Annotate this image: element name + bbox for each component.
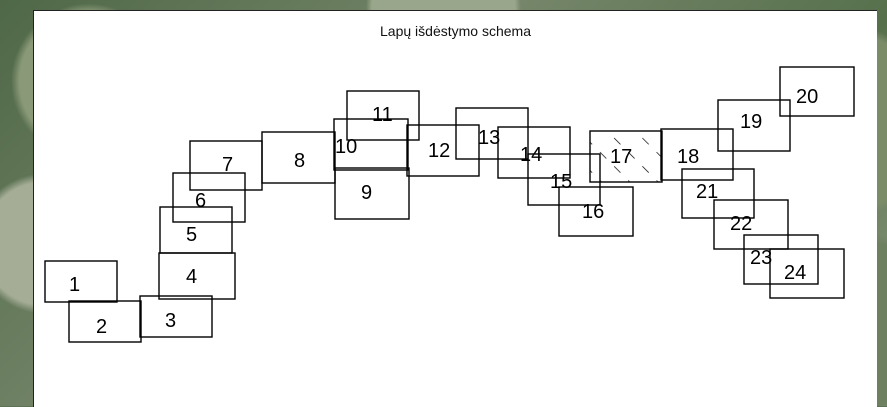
sheet-number: 22 [730, 213, 752, 235]
sheet-frame [68, 300, 142, 343]
sheet-number: 9 [361, 182, 372, 204]
sheet-number: 18 [677, 146, 699, 168]
sheet-number: 23 [750, 247, 772, 269]
sheet-16: 16 [558, 186, 634, 237]
sheet-frame [334, 167, 410, 220]
sheet-frame [713, 199, 789, 250]
sheet-number: 3 [165, 310, 176, 332]
sheet-frame [681, 168, 755, 219]
sheet-number: 15 [550, 171, 572, 193]
sheet-7: 7 [189, 140, 263, 191]
sheet-number: 10 [335, 136, 357, 158]
sheet-number: 2 [96, 316, 107, 338]
sheet-number: 14 [520, 144, 542, 166]
sheet-19: 19 [717, 99, 791, 152]
sheet-frame [589, 130, 663, 183]
sheet-1: 1 [44, 260, 118, 303]
sheet-22: 22 [713, 199, 789, 250]
sheet-number: 20 [796, 86, 818, 108]
sheet-11: 11 [346, 90, 420, 141]
sheet-frame [346, 90, 420, 141]
sheet-18: 18 [660, 128, 734, 181]
sheet-24: 24 [769, 248, 845, 299]
sheet-number: 4 [186, 266, 197, 288]
sheet-number: 21 [696, 181, 718, 203]
sheet-number: 17 [610, 146, 632, 168]
sheet-frame [779, 66, 855, 117]
sheet-5: 5 [159, 206, 233, 254]
sheet-number: 13 [478, 127, 500, 149]
sheet-number: 7 [222, 154, 233, 176]
sheet-number: 8 [294, 150, 305, 172]
sheet-number: 19 [740, 111, 762, 133]
sheet-4: 4 [158, 252, 236, 300]
sheet-frame [406, 124, 480, 177]
sheet-12: 12 [406, 124, 480, 177]
sheet-14: 14 [497, 126, 571, 179]
sheet-frame [44, 260, 118, 303]
sheet-number: 12 [428, 140, 450, 162]
sheet-frame [717, 99, 791, 152]
sheet-number: 1 [69, 274, 80, 296]
sheet-13: 13 [455, 107, 529, 160]
sheet-9: 9 [334, 167, 410, 220]
sheet-20: 20 [779, 66, 855, 117]
sheet-8: 8 [261, 131, 336, 184]
sheet-number: 5 [186, 224, 197, 246]
sheet-frame [743, 234, 819, 285]
sheet-frame [139, 295, 213, 338]
sheet-frame [261, 131, 336, 184]
sheet-number: 24 [784, 262, 806, 284]
sheet-frame [769, 248, 845, 299]
sheet-frame [455, 107, 529, 160]
sheet-10: 10 [333, 118, 409, 171]
sheet-frame [558, 186, 634, 237]
sheet-number: 6 [195, 190, 206, 212]
sheet-number: 11 [372, 104, 393, 126]
sheet-frame [172, 172, 246, 223]
sheet-23: 23 [743, 234, 819, 285]
sheet-frame [333, 118, 409, 171]
sheet-3: 3 [139, 295, 213, 338]
sheet-2: 2 [68, 300, 142, 343]
sheet-17: 17 [589, 130, 663, 183]
schema-title: Lapų išdėstymo schema [380, 23, 531, 39]
sheet-frame [497, 126, 571, 179]
sheet-6: 6 [172, 172, 246, 223]
sheet-frame [159, 206, 233, 254]
sheet-frame [660, 128, 734, 181]
sheet-21: 21 [681, 168, 755, 219]
sheet-number: 16 [582, 201, 604, 223]
